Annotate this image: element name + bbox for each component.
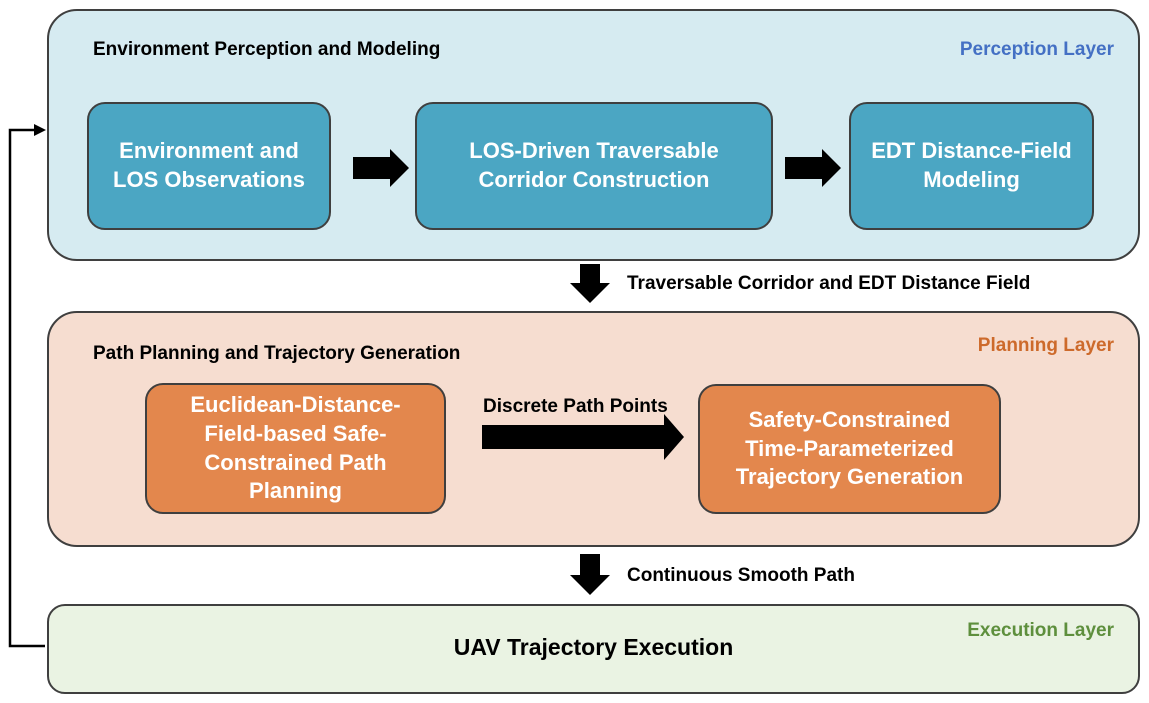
- planning-layer-title: Path Planning and Trajectory Generation: [93, 343, 461, 364]
- discrete-path-points-label: Discrete Path Points: [483, 396, 668, 417]
- environment-los-observations-node: Environment and LOS Observations: [87, 102, 331, 230]
- perception-layer-tag: Perception Layer: [959, 39, 1114, 60]
- planning-layer-tag: Planning Layer: [977, 335, 1114, 356]
- smooth-path-flow-label: Continuous Smooth Path: [627, 565, 855, 586]
- feedback-loop-arrowhead: [34, 124, 46, 136]
- feedback-loop-line: [8, 128, 45, 648]
- perception-layer-title: Environment Perception and Modeling: [93, 39, 441, 60]
- execution-layer-tag: Execution Layer: [967, 620, 1114, 641]
- execution-layer: UAV Trajectory Execution Execution Layer: [47, 604, 1140, 694]
- uav-trajectory-execution-label: UAV Trajectory Execution: [453, 634, 734, 660]
- corridor-flow-label: Traversable Corridor and EDT Distance Fi…: [627, 273, 1031, 294]
- arrow-planning-to-execution: [570, 554, 610, 595]
- edf-path-planning-node: Euclidean-Distance- Field-based Safe- Co…: [145, 383, 446, 514]
- edt-distance-field-node: EDT Distance-Field Modeling: [849, 102, 1094, 230]
- los-corridor-construction-node: LOS-Driven Traversable Corridor Construc…: [415, 102, 773, 230]
- trajectory-generation-node: Safety-Constrained Time-Parameterized Tr…: [698, 384, 1001, 514]
- arrow-perception-to-planning: [570, 264, 610, 303]
